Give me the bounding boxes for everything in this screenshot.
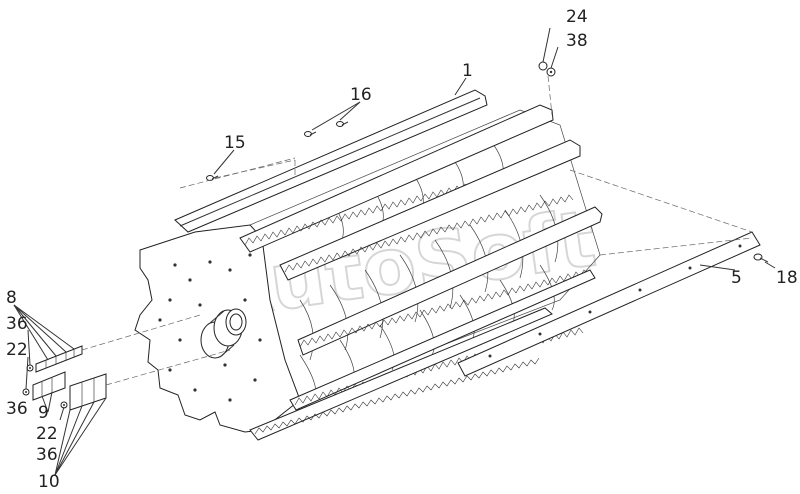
leader-lines [13, 27, 776, 476]
callout-9: 9 [38, 403, 49, 423]
callout-22-top: 22 [6, 340, 28, 360]
callout-10: 10 [38, 472, 60, 492]
rasp-bar-top [174, 89, 488, 233]
callout-22-bottom: 22 [36, 424, 58, 444]
callout-24: 24 [566, 7, 588, 27]
shaft-hub [200, 308, 247, 359]
strip-part-5 [457, 231, 761, 377]
callout-15: 15 [224, 133, 246, 153]
callout-36-bottom: 36 [36, 445, 58, 465]
plates-9 [32, 371, 66, 401]
rasp-bar-3 [279, 139, 581, 281]
bolts-16 [304, 121, 349, 137]
callout-16: 16 [350, 85, 372, 105]
plates-8 [35, 345, 83, 373]
bolt-18 [753, 253, 769, 263]
callout-36-middle: 36 [6, 399, 28, 419]
callout-5: 5 [731, 268, 742, 288]
rasp-bar-bottom [249, 307, 553, 441]
bolt-15 [206, 175, 219, 181]
drum-body [249, 109, 601, 401]
plates-10 [69, 373, 107, 411]
assembly-lines [81, 75, 753, 386]
callout-labels: 1 5 8 9 10 15 16 18 22 22 24 36 36 36 38 [6, 7, 798, 492]
callout-8: 8 [6, 288, 17, 308]
callout-18: 18 [776, 268, 798, 288]
callout-1: 1 [462, 61, 473, 81]
callout-38: 38 [566, 31, 588, 51]
callout-36-top: 36 [6, 314, 28, 334]
disk-holes [158, 253, 262, 402]
rasp-bar-4 [297, 206, 603, 356]
